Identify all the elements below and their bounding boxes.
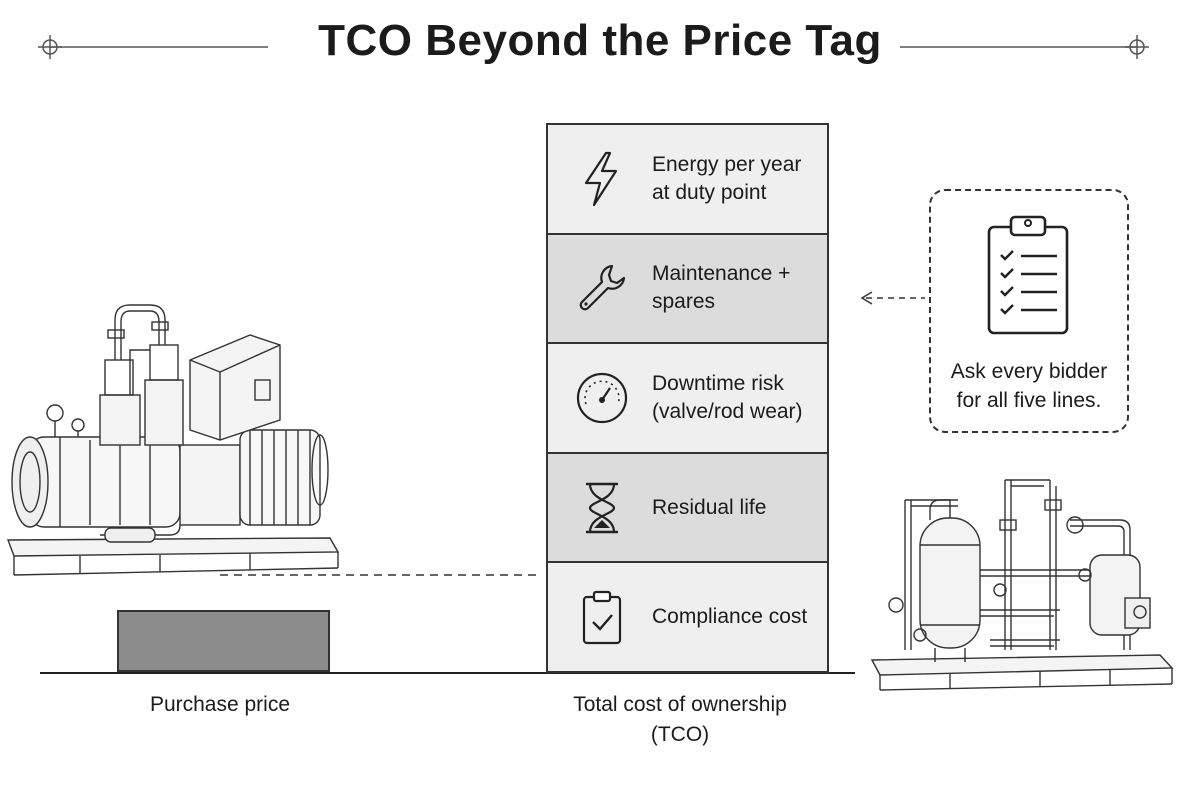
tco-stack: Energy per year at duty point Maintenanc…	[546, 123, 829, 673]
tco-segment-maintenance: Maintenance + spares	[548, 234, 827, 345]
bidder-callout: Ask every bidder for all five lines.	[929, 189, 1129, 433]
page-title: TCO Beyond the Price Tag	[0, 16, 1200, 66]
purchase-price-bar	[117, 610, 330, 672]
lightning-icon	[574, 151, 630, 207]
purchase-price-caption: Purchase price	[149, 693, 291, 716]
crosshair-right-icon	[1125, 35, 1149, 59]
callout-text: Ask every bidder for all five lines.	[950, 360, 1108, 412]
callout-arrow-head	[860, 291, 873, 305]
gas-skid-illustration	[870, 479, 1174, 691]
clipboard-check-icon	[574, 589, 630, 645]
tco-segment-label: Compliance cost	[652, 605, 808, 629]
crosshair-left-icon	[38, 35, 62, 59]
tco-segment-energy: Energy per year at duty point	[548, 125, 827, 235]
wrench-icon	[574, 260, 630, 316]
tco-segment-compliance: Compliance cost	[548, 563, 827, 671]
tco-segment-label: Maintenance + spares	[652, 262, 791, 314]
checklist-clipboard-icon	[983, 211, 1075, 344]
tco-segment-residual: Residual life	[548, 453, 827, 564]
tco-segment-label: Downtime risk (valve/rod wear)	[652, 371, 803, 423]
tco-caption: Total cost of ownership (TCO)	[573, 693, 787, 746]
tco-segment-label: Residual life	[652, 495, 767, 519]
tco-segment-label: Energy per year at duty point	[652, 152, 802, 204]
gauge-icon	[574, 370, 630, 426]
tco-segment-downtime: Downtime risk (valve/rod wear)	[548, 344, 827, 454]
hourglass-icon	[574, 480, 630, 536]
compressor-illustration	[6, 304, 340, 576]
